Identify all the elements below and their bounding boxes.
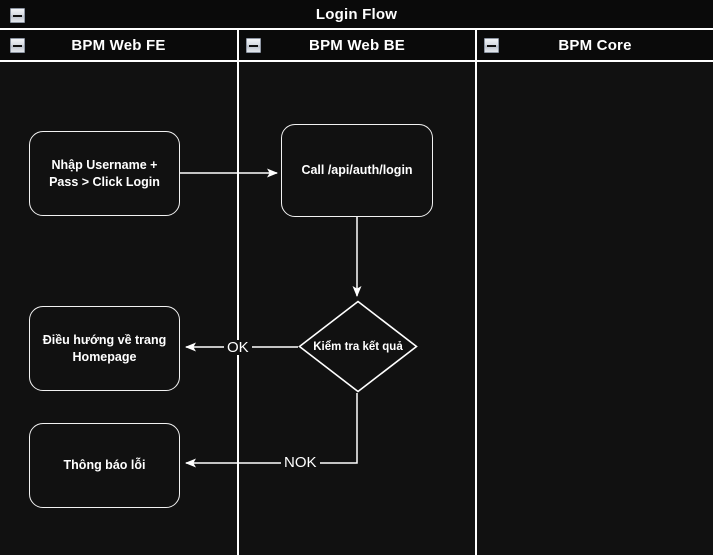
lane-label-bpm-web-be: BPM Web BE	[309, 36, 405, 54]
minus-box-icon[interactable]	[484, 38, 499, 53]
minus-box-icon[interactable]	[10, 38, 25, 53]
lane-label-bpm-core: BPM Core	[558, 36, 632, 54]
minus-box-icon[interactable]	[246, 38, 261, 53]
task-input-credentials[interactable]: Nhập Username + Pass > Click Login	[29, 131, 180, 216]
diamond-shape-icon	[298, 300, 418, 393]
page-title: Login Flow	[315, 5, 398, 23]
pool-title-bar: Login Flow	[0, 0, 713, 30]
lane-label-bpm-web-fe: BPM Web FE	[71, 36, 166, 54]
lane-header-bpm-core: BPM Core	[477, 30, 713, 62]
edge-label-nok: NOK	[281, 455, 320, 470]
edge-label-ok: OK	[224, 340, 252, 355]
gateway-check-result[interactable]: Kiểm tra kết quả	[298, 300, 418, 393]
task-show-error[interactable]: Thông báo lỗi	[29, 423, 180, 508]
lane-header-bpm-web-fe: BPM Web FE	[0, 30, 237, 62]
lane-bpm-core[interactable]: BPM Core	[475, 30, 713, 555]
lane-header-bpm-web-be: BPM Web BE	[239, 30, 475, 62]
lane-bpm-web-be[interactable]: BPM Web BE	[237, 30, 475, 555]
task-call-login-api[interactable]: Call /api/auth/login	[281, 124, 433, 217]
task-redirect-homepage[interactable]: Điều hướng về trang Homepage	[29, 306, 180, 391]
minus-box-icon[interactable]	[10, 8, 25, 23]
